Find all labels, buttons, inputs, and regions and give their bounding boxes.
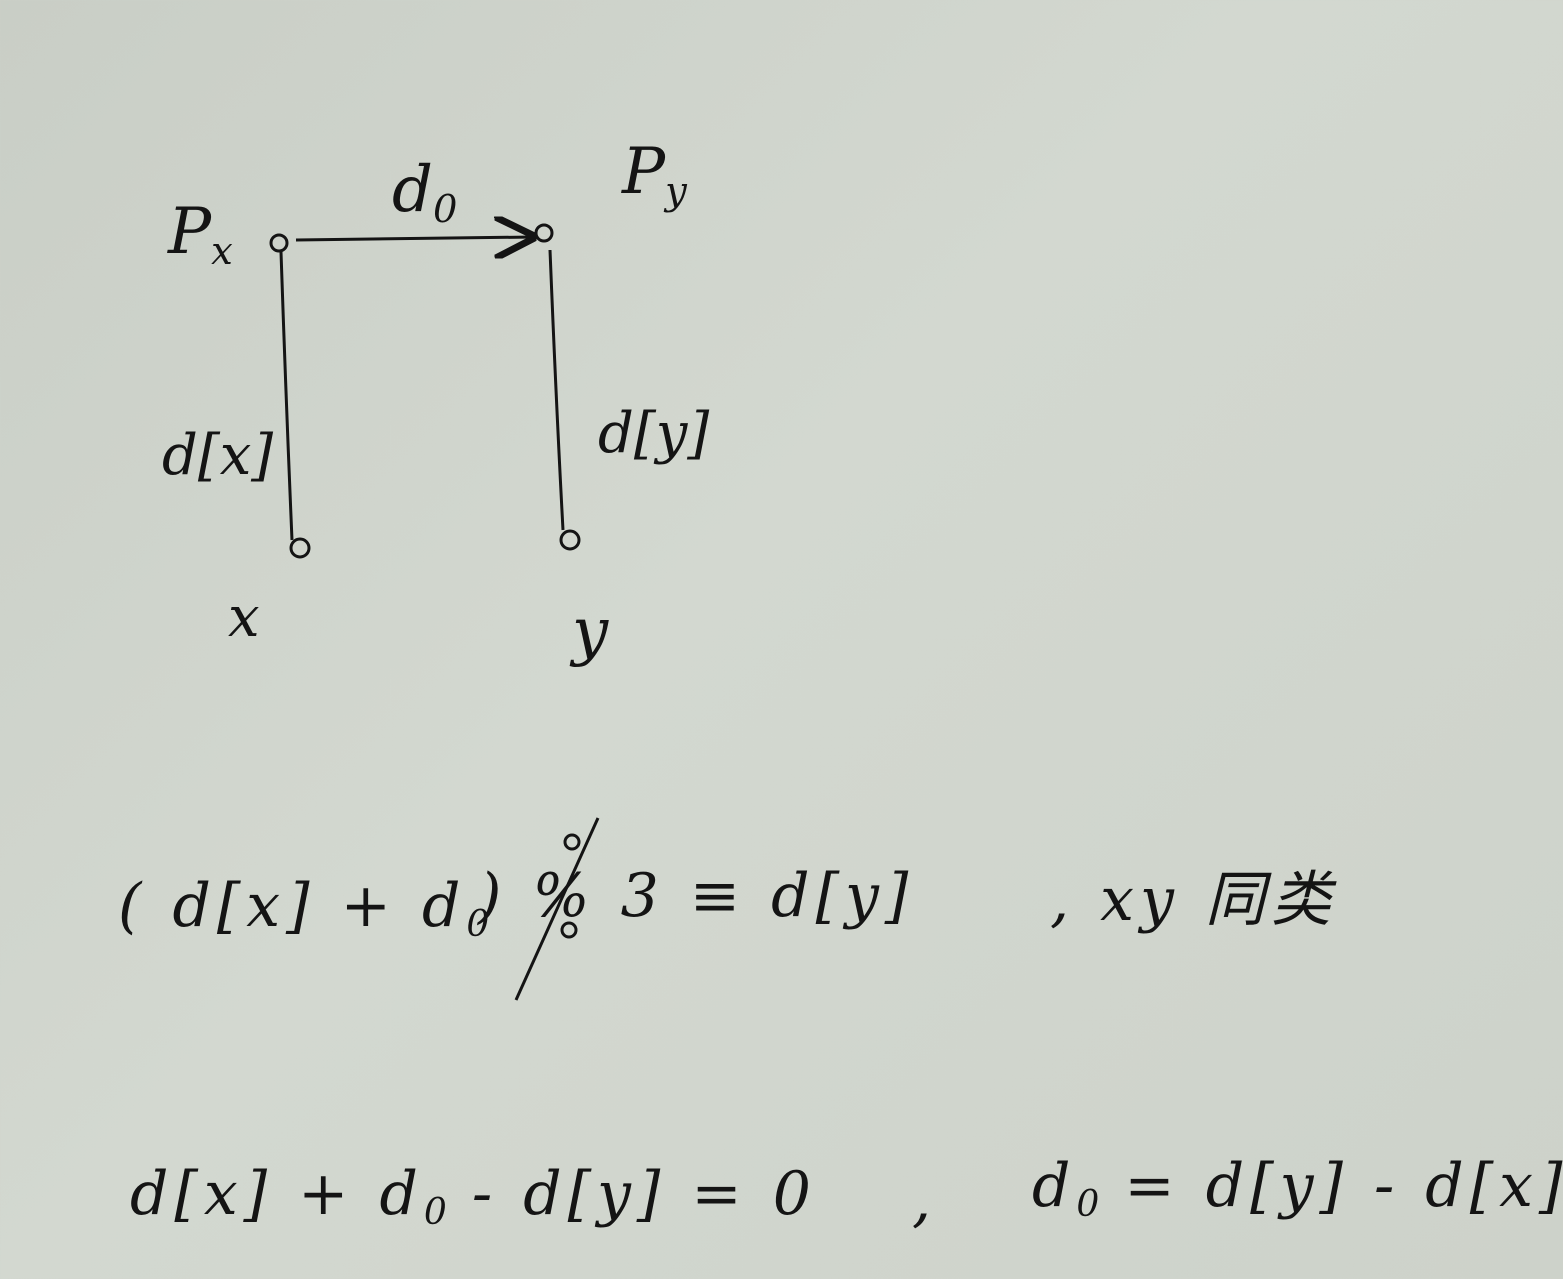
label-dx: d[x] [162,423,274,488]
equation-2-part2: d0 = d[y] - d[x] [1032,1156,1563,1223]
node-px [269,233,289,253]
equation-2-part1: d[x] + d0 - d[y] = 0 [130,1164,817,1231]
label-y: y [572,595,609,669]
equation-2-part1-text: d[x] + d [130,1159,424,1229]
label-py: Py [622,140,687,211]
equation-1-lhs-text: ( d[x] + d [118,871,467,941]
label-d0: d0 [392,158,457,229]
label-d0-main: d [392,153,433,227]
equation-2-part1-sub: 0 [423,1192,447,1234]
equation-2-sep: , [912,1165,938,1235]
label-x: x [228,585,260,650]
node-py [534,223,554,243]
percent-slash [514,817,600,1001]
equation-2-part2-text: d [1032,1151,1077,1221]
edge-py-y [548,249,565,531]
equation-1-note: , xy 同类 [1050,865,1337,935]
equation-2-part1-rest: - d[y] = 0 [471,1159,817,1229]
edge-px-x [279,251,294,541]
label-dy: d[y] [598,401,710,466]
percent-dot-bottom [560,921,578,939]
label-px-main: P [168,195,212,269]
equation-2-part2-rest: = d[y] - d[x] [1124,1151,1563,1221]
equation-2-part2-sub: 0 [1076,1184,1100,1226]
label-px: Px [168,200,233,271]
label-px-sub: x [211,228,233,274]
equation-1-lhs: ( d[x] + d0 [118,876,489,943]
equation-1-rhs: ) % 3 ≡ d[y] [478,861,915,931]
label-py-sub: y [665,168,687,214]
edge-px-py [295,237,533,240]
label-py-main: P [622,135,666,209]
equation-1-lhs-sub: 0 [466,904,490,946]
node-x [289,537,311,559]
node-y [559,529,581,551]
percent-dot-top [563,833,581,851]
label-d0-sub: 0 [432,186,458,232]
